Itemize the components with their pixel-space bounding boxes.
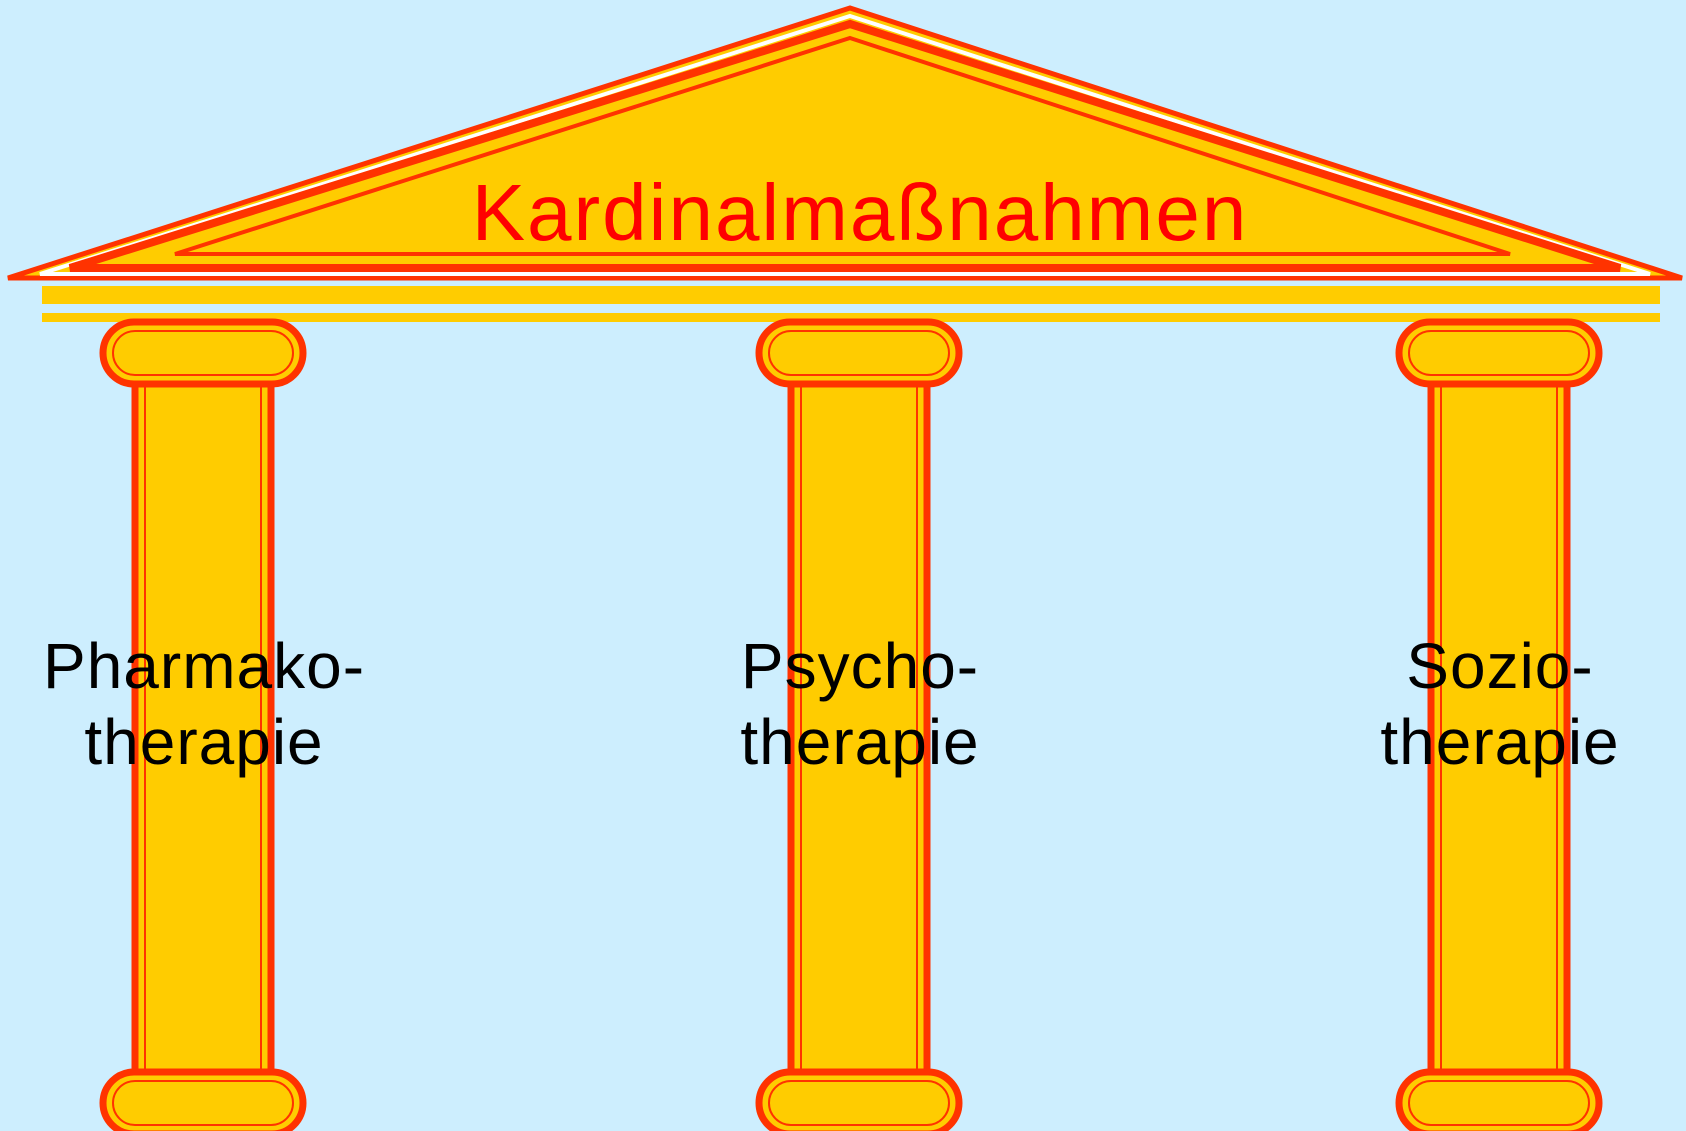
pillar-label-pharmako: Pharmako- therapie [24, 628, 384, 780]
architrave-band-top [42, 286, 1660, 304]
roof-title: Kardinalmaßnahmen [350, 168, 1370, 258]
pillar-label-sozio: Sozio- therapie [1320, 628, 1680, 780]
pillar-label-line2: therapie [1320, 704, 1680, 780]
pillar-label-line2: therapie [680, 704, 1040, 780]
pillar-label-line1: Psycho- [680, 628, 1040, 704]
pillar-label-line2: therapie [24, 704, 384, 780]
pillar-label-line1: Sozio- [1320, 628, 1680, 704]
pillar-label-line1: Pharmako- [24, 628, 384, 704]
pillar-label-psycho: Psycho- therapie [680, 628, 1040, 780]
